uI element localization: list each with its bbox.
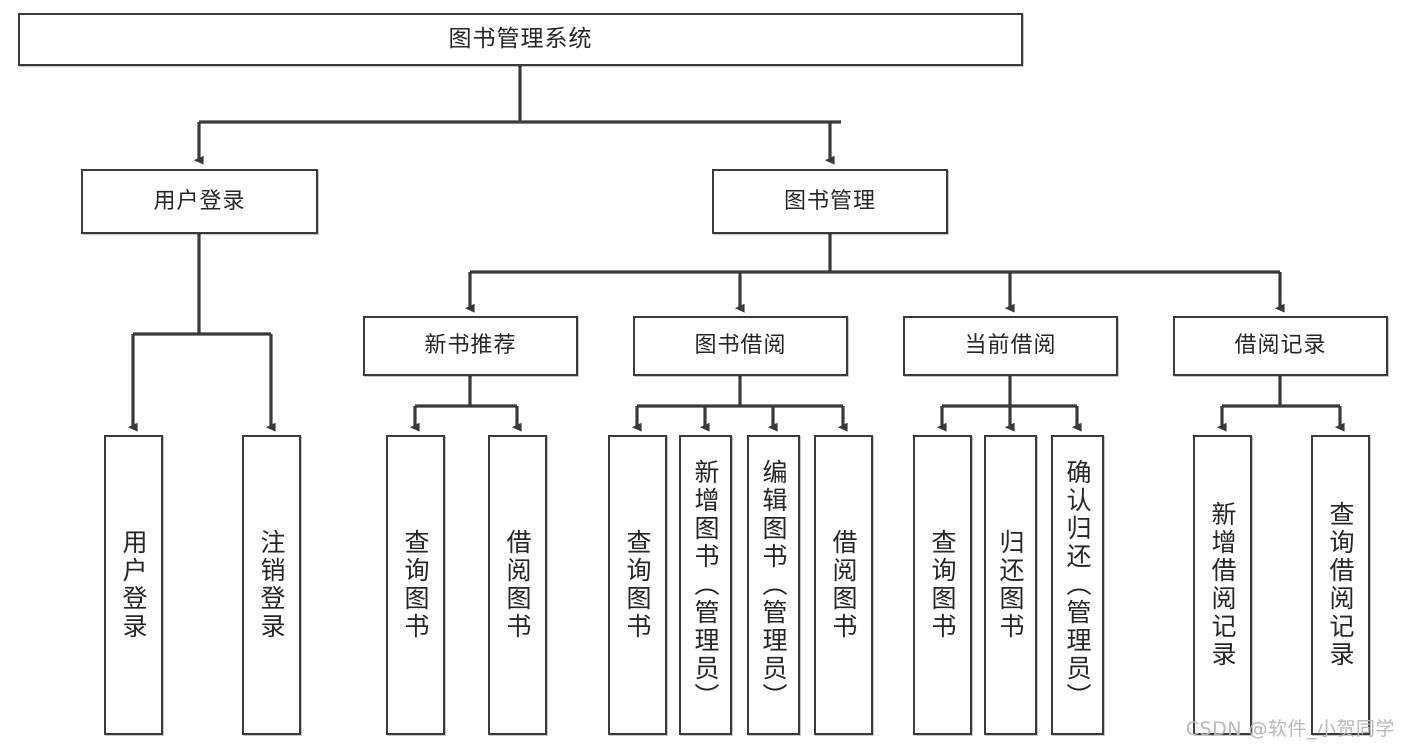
node-label: 图书管理系统 bbox=[448, 26, 593, 53]
node-label: 图书借阅 bbox=[694, 333, 787, 359]
node-book-management[interactable]: 图书管理 bbox=[712, 169, 948, 234]
node-leaf-query-book-current[interactable]: 查询图书 bbox=[913, 435, 972, 735]
node-leaf-return-book[interactable]: 归还图书 bbox=[984, 435, 1037, 735]
node-leaf-add-borrow-record[interactable]: 新增借阅记录 bbox=[1193, 435, 1252, 735]
node-label: 用户登录 bbox=[119, 529, 148, 641]
node-leaf-query-borrow-record[interactable]: 查询借阅记录 bbox=[1311, 435, 1370, 735]
node-label: 归还图书 bbox=[996, 529, 1025, 641]
node-label: 新增借阅记录 bbox=[1208, 501, 1237, 669]
node-label: 查询图书 bbox=[401, 529, 430, 641]
node-user-login[interactable]: 用户登录 bbox=[81, 169, 318, 234]
node-root-book-management-system[interactable]: 图书管理系统 bbox=[18, 13, 1023, 66]
node-leaf-confirm-return[interactable]: 确认归还（管理员） bbox=[1051, 435, 1104, 735]
node-label: 图书管理 bbox=[783, 188, 876, 214]
node-label: 借阅图书 bbox=[503, 529, 532, 641]
node-leaf-borrow-book-recommend[interactable]: 借阅图书 bbox=[488, 435, 547, 735]
node-label: 新书推荐 bbox=[424, 333, 517, 359]
node-leaf-query-book-recommend[interactable]: 查询图书 bbox=[386, 435, 445, 735]
node-leaf-query-book-borrow[interactable]: 查询图书 bbox=[608, 435, 667, 735]
node-leaf-borrow-book[interactable]: 借阅图书 bbox=[814, 435, 873, 735]
node-label: 查询借阅记录 bbox=[1326, 501, 1355, 669]
node-book-borrowing[interactable]: 图书借阅 bbox=[633, 316, 848, 376]
node-label: 新增图书（管理员） bbox=[691, 459, 720, 711]
node-leaf-edit-book[interactable]: 编辑图书（管理员） bbox=[747, 435, 800, 735]
node-label: 借阅记录 bbox=[1234, 333, 1327, 359]
node-label: 借阅图书 bbox=[829, 529, 858, 641]
node-current-borrowing[interactable]: 当前借阅 bbox=[903, 316, 1118, 376]
node-label: 当前借阅 bbox=[964, 333, 1057, 359]
node-leaf-logout[interactable]: 注销登录 bbox=[242, 435, 301, 735]
node-new-book-recommendation[interactable]: 新书推荐 bbox=[363, 316, 578, 376]
node-label: 查询图书 bbox=[623, 529, 652, 641]
node-label: 查询图书 bbox=[928, 529, 957, 641]
node-label: 用户登录 bbox=[153, 188, 246, 214]
node-label: 确认归还（管理员） bbox=[1063, 459, 1092, 711]
node-leaf-user-login[interactable]: 用户登录 bbox=[104, 435, 163, 735]
node-leaf-add-book[interactable]: 新增图书（管理员） bbox=[679, 435, 732, 735]
node-label: 编辑图书（管理员） bbox=[759, 459, 788, 711]
node-borrowing-record[interactable]: 借阅记录 bbox=[1173, 316, 1388, 376]
watermark-csdn: CSDN @软件_小贺同学 bbox=[1185, 718, 1395, 740]
node-label: 注销登录 bbox=[257, 529, 286, 641]
